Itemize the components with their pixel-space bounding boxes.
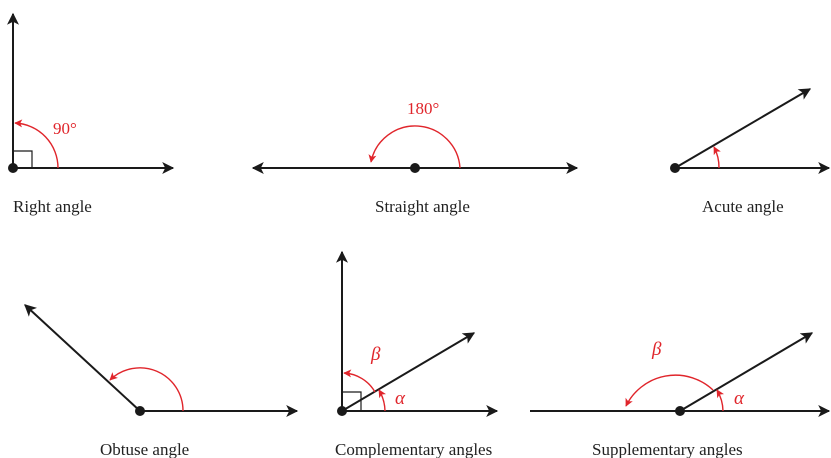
right-angle-measure: 90° <box>53 119 77 138</box>
right-angle-vertex <box>8 163 18 173</box>
right-angle-panel: 90° Right angle <box>6 12 175 216</box>
supplementary-angles-panel: α β Supplementary angles <box>530 332 831 458</box>
acute-angle-arc <box>713 146 721 169</box>
straight-angle-vertex <box>410 163 420 173</box>
supplementary-slanted-ray <box>679 332 814 412</box>
right-angle-caption: Right angle <box>13 197 92 216</box>
complementary-square-marker <box>342 391 362 411</box>
obtuse-angle-panel: Obtuse angle <box>24 304 299 458</box>
right-angle-arc <box>14 119 59 169</box>
acute-angle-vertex <box>670 163 680 173</box>
supplementary-alpha-label: α <box>734 388 745 409</box>
acute-angle-panel: Acute angle <box>670 88 831 216</box>
acute-angle-slanted-ray <box>674 88 812 169</box>
obtuse-angle-slanted-ray <box>24 304 141 412</box>
complementary-angles-panel: α β Complementary angles <box>335 250 499 458</box>
supplementary-caption: Supplementary angles <box>592 440 743 458</box>
complementary-alpha-label: α <box>395 388 406 409</box>
straight-angle-measure: 180° <box>407 99 439 118</box>
supplementary-beta-label: β <box>651 339 662 360</box>
complementary-caption: Complementary angles <box>335 440 492 458</box>
supplementary-alpha-arc <box>716 389 725 412</box>
acute-angle-caption: Acute angle <box>702 197 784 216</box>
obtuse-angle-arc <box>109 367 184 412</box>
supplementary-vertex <box>675 406 685 416</box>
complementary-vertex <box>337 406 347 416</box>
supplementary-beta-arc <box>625 374 714 407</box>
complementary-beta-arc <box>343 369 376 393</box>
straight-angle-panel: 180° Straight angle <box>251 99 579 216</box>
obtuse-angle-vertex <box>135 406 145 416</box>
complementary-alpha-arc <box>378 389 387 412</box>
complementary-slanted-ray <box>341 332 476 412</box>
straight-angle-arc <box>368 125 461 169</box>
obtuse-angle-caption: Obtuse angle <box>100 440 189 458</box>
complementary-beta-label: β <box>370 344 381 365</box>
right-angle-square-marker <box>13 150 33 168</box>
straight-angle-caption: Straight angle <box>375 197 470 216</box>
